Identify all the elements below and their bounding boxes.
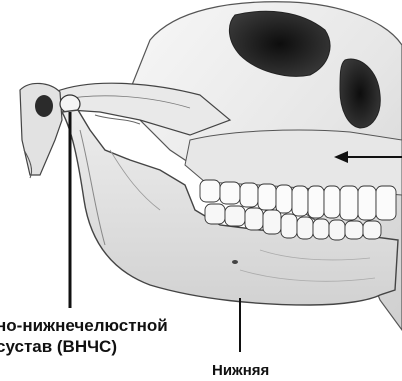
tmj-label-line2: сустав (ВНЧС) [0, 337, 117, 357]
mental-foramen [232, 260, 238, 264]
tmj-label-line1: но-нижнечелюстной [0, 316, 168, 336]
mandible-label: Нижняя [212, 361, 269, 381]
ear-canal [35, 95, 53, 117]
